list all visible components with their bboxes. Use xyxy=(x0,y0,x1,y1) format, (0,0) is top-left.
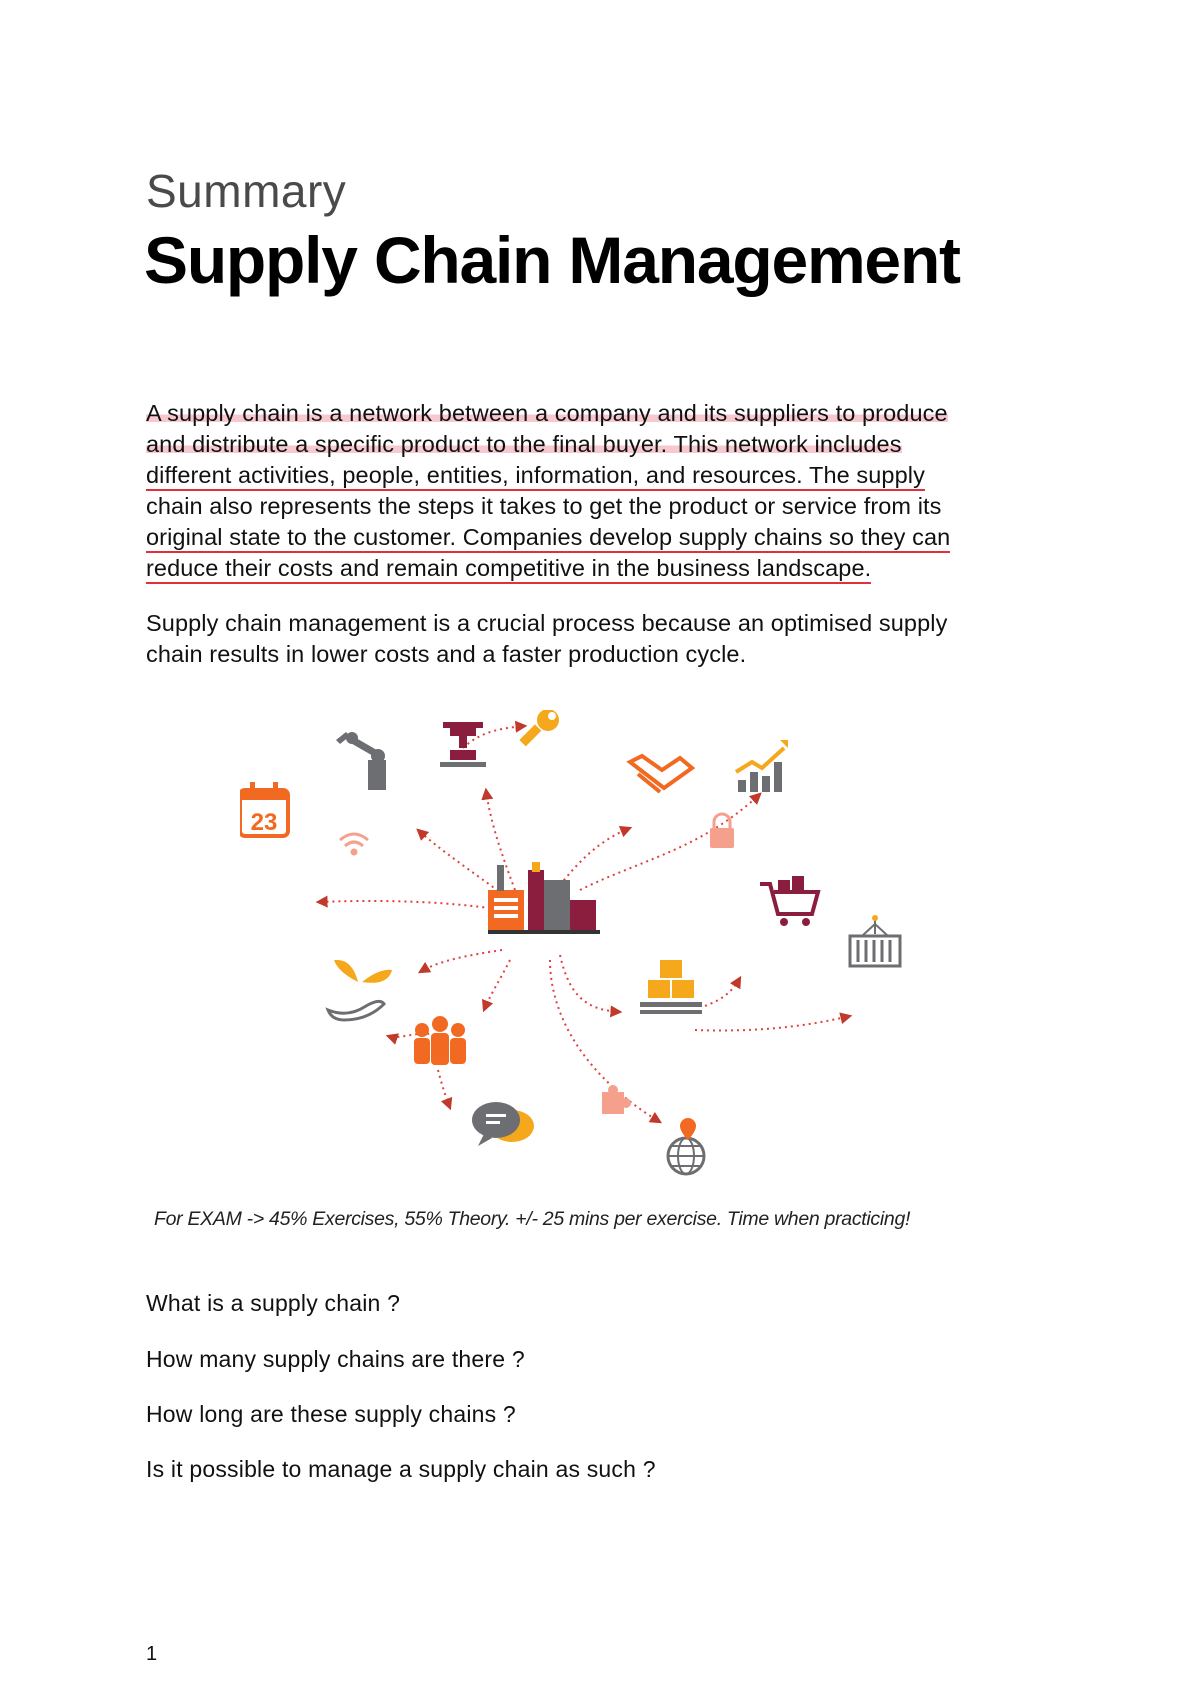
paragraph-line: reduce their costs and remain competitiv… xyxy=(146,553,1066,584)
page-number: 1 xyxy=(146,1643,158,1665)
supply-chain-diagram: 23 xyxy=(240,710,902,1176)
paragraph-line: Supply chain management is a crucial pro… xyxy=(146,610,948,636)
shopping-cart-icon xyxy=(760,876,821,926)
press-machine-icon xyxy=(440,722,486,767)
highlighted-text: and distribute a specific product to the… xyxy=(146,431,902,457)
paragraph-line: A supply chain is a network between a co… xyxy=(146,398,1066,429)
globe-location-icon xyxy=(666,1118,706,1176)
summary-label: Summary xyxy=(146,165,347,217)
puzzle-icon xyxy=(602,1085,631,1114)
underlined-text: reduce their costs and remain competitiv… xyxy=(146,555,872,584)
paragraph-text: chain also represents the steps it takes… xyxy=(146,493,942,519)
wifi-icon xyxy=(339,832,369,856)
robot-arm-icon xyxy=(336,732,386,790)
container-icon xyxy=(848,915,902,968)
highlighted-text: A supply chain is a network between a co… xyxy=(146,400,948,426)
paragraph-line: chain also represents the steps it takes… xyxy=(146,491,1066,522)
handshake-icon xyxy=(626,753,696,794)
growth-chart-icon xyxy=(734,740,788,792)
wrench-icon xyxy=(519,710,559,747)
calendar-icon: 23 xyxy=(240,782,290,838)
calendar-number: 23 xyxy=(251,809,278,836)
plant-hand-icon xyxy=(325,959,392,1022)
lock-icon xyxy=(710,812,734,848)
page-title: Supply Chain Management xyxy=(144,223,961,297)
question-item: What is a supply chain ? xyxy=(146,1290,401,1316)
question-item: How many supply chains are there ? xyxy=(146,1346,525,1372)
question-item: How long are these supply chains ? xyxy=(146,1401,516,1427)
paragraph-line: different activities, people, entities, … xyxy=(146,460,1066,491)
paragraph-line: original state to the customer. Companie… xyxy=(146,522,1066,553)
underlined-text: original state to the customer. Companie… xyxy=(146,524,951,553)
paragraph-line: and distribute a specific product to the… xyxy=(146,429,1066,460)
importance-paragraph: Supply chain management is a crucial pro… xyxy=(146,608,1066,670)
people-group-icon xyxy=(414,1016,466,1065)
factory-icon xyxy=(488,862,600,934)
question-item: Is it possible to manage a supply chain … xyxy=(146,1456,656,1482)
exam-note: For EXAM -> 45% Exercises, 55% Theory. +… xyxy=(154,1208,911,1230)
chat-bubbles-icon xyxy=(472,1102,534,1146)
pallet-boxes-icon xyxy=(640,960,702,1014)
definition-paragraph: A supply chain is a network between a co… xyxy=(146,398,1066,584)
paragraph-line: chain results in lower costs and a faste… xyxy=(146,641,747,667)
underlined-text: different activities, people, entities, … xyxy=(146,462,925,491)
dotted-arrows xyxy=(315,720,853,1124)
